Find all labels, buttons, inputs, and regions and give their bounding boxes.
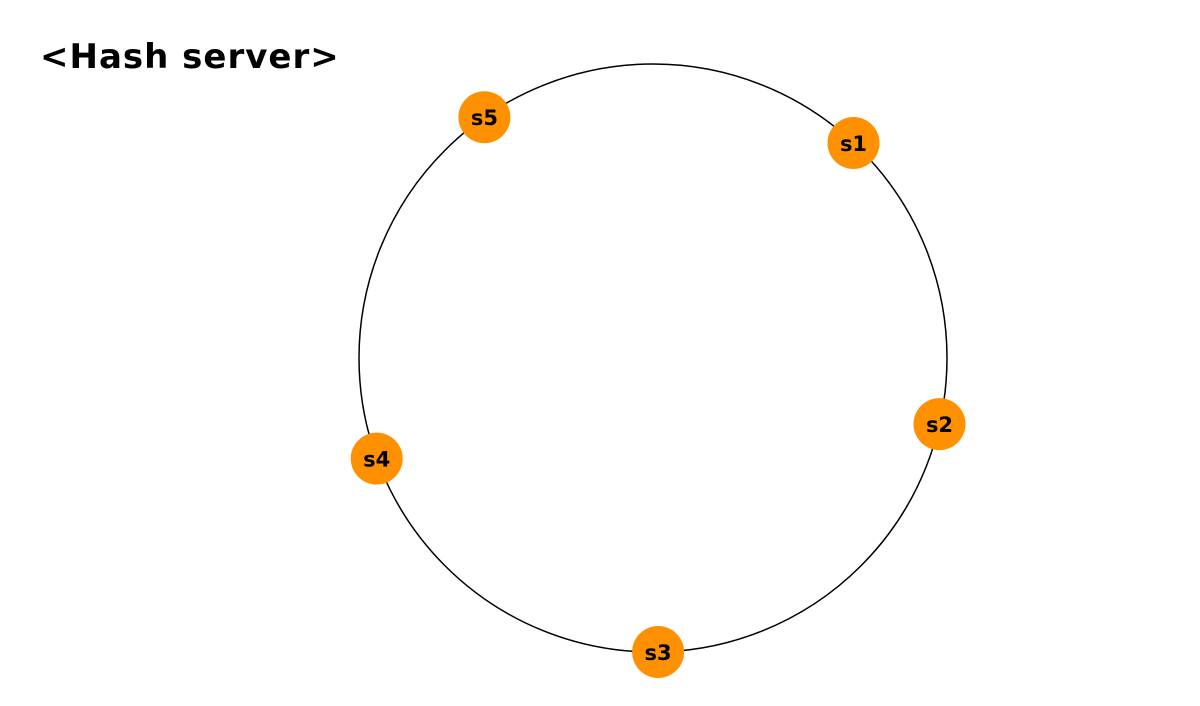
server-node-label: s5 [471,106,498,130]
server-node-label: s2 [926,413,953,437]
server-node-label: s1 [840,132,867,156]
server-node-s5: s5 [458,91,511,144]
server-node-s3: s3 [632,626,685,678]
server-nodes: s1 s2 s3 s4 s5 [350,91,966,678]
server-node-marker [350,432,403,485]
server-node-s1: s1 [827,117,880,169]
server-node-label: s4 [363,448,390,472]
server-node-s2: s2 [913,398,966,451]
server-node-marker [458,91,511,144]
server-node-s4: s4 [350,432,403,485]
server-node-label: s3 [645,641,672,665]
server-node-marker [827,117,880,169]
server-node-marker [632,626,685,678]
diagram-title: <Hash server> [40,37,340,77]
server-node-marker [913,398,966,451]
